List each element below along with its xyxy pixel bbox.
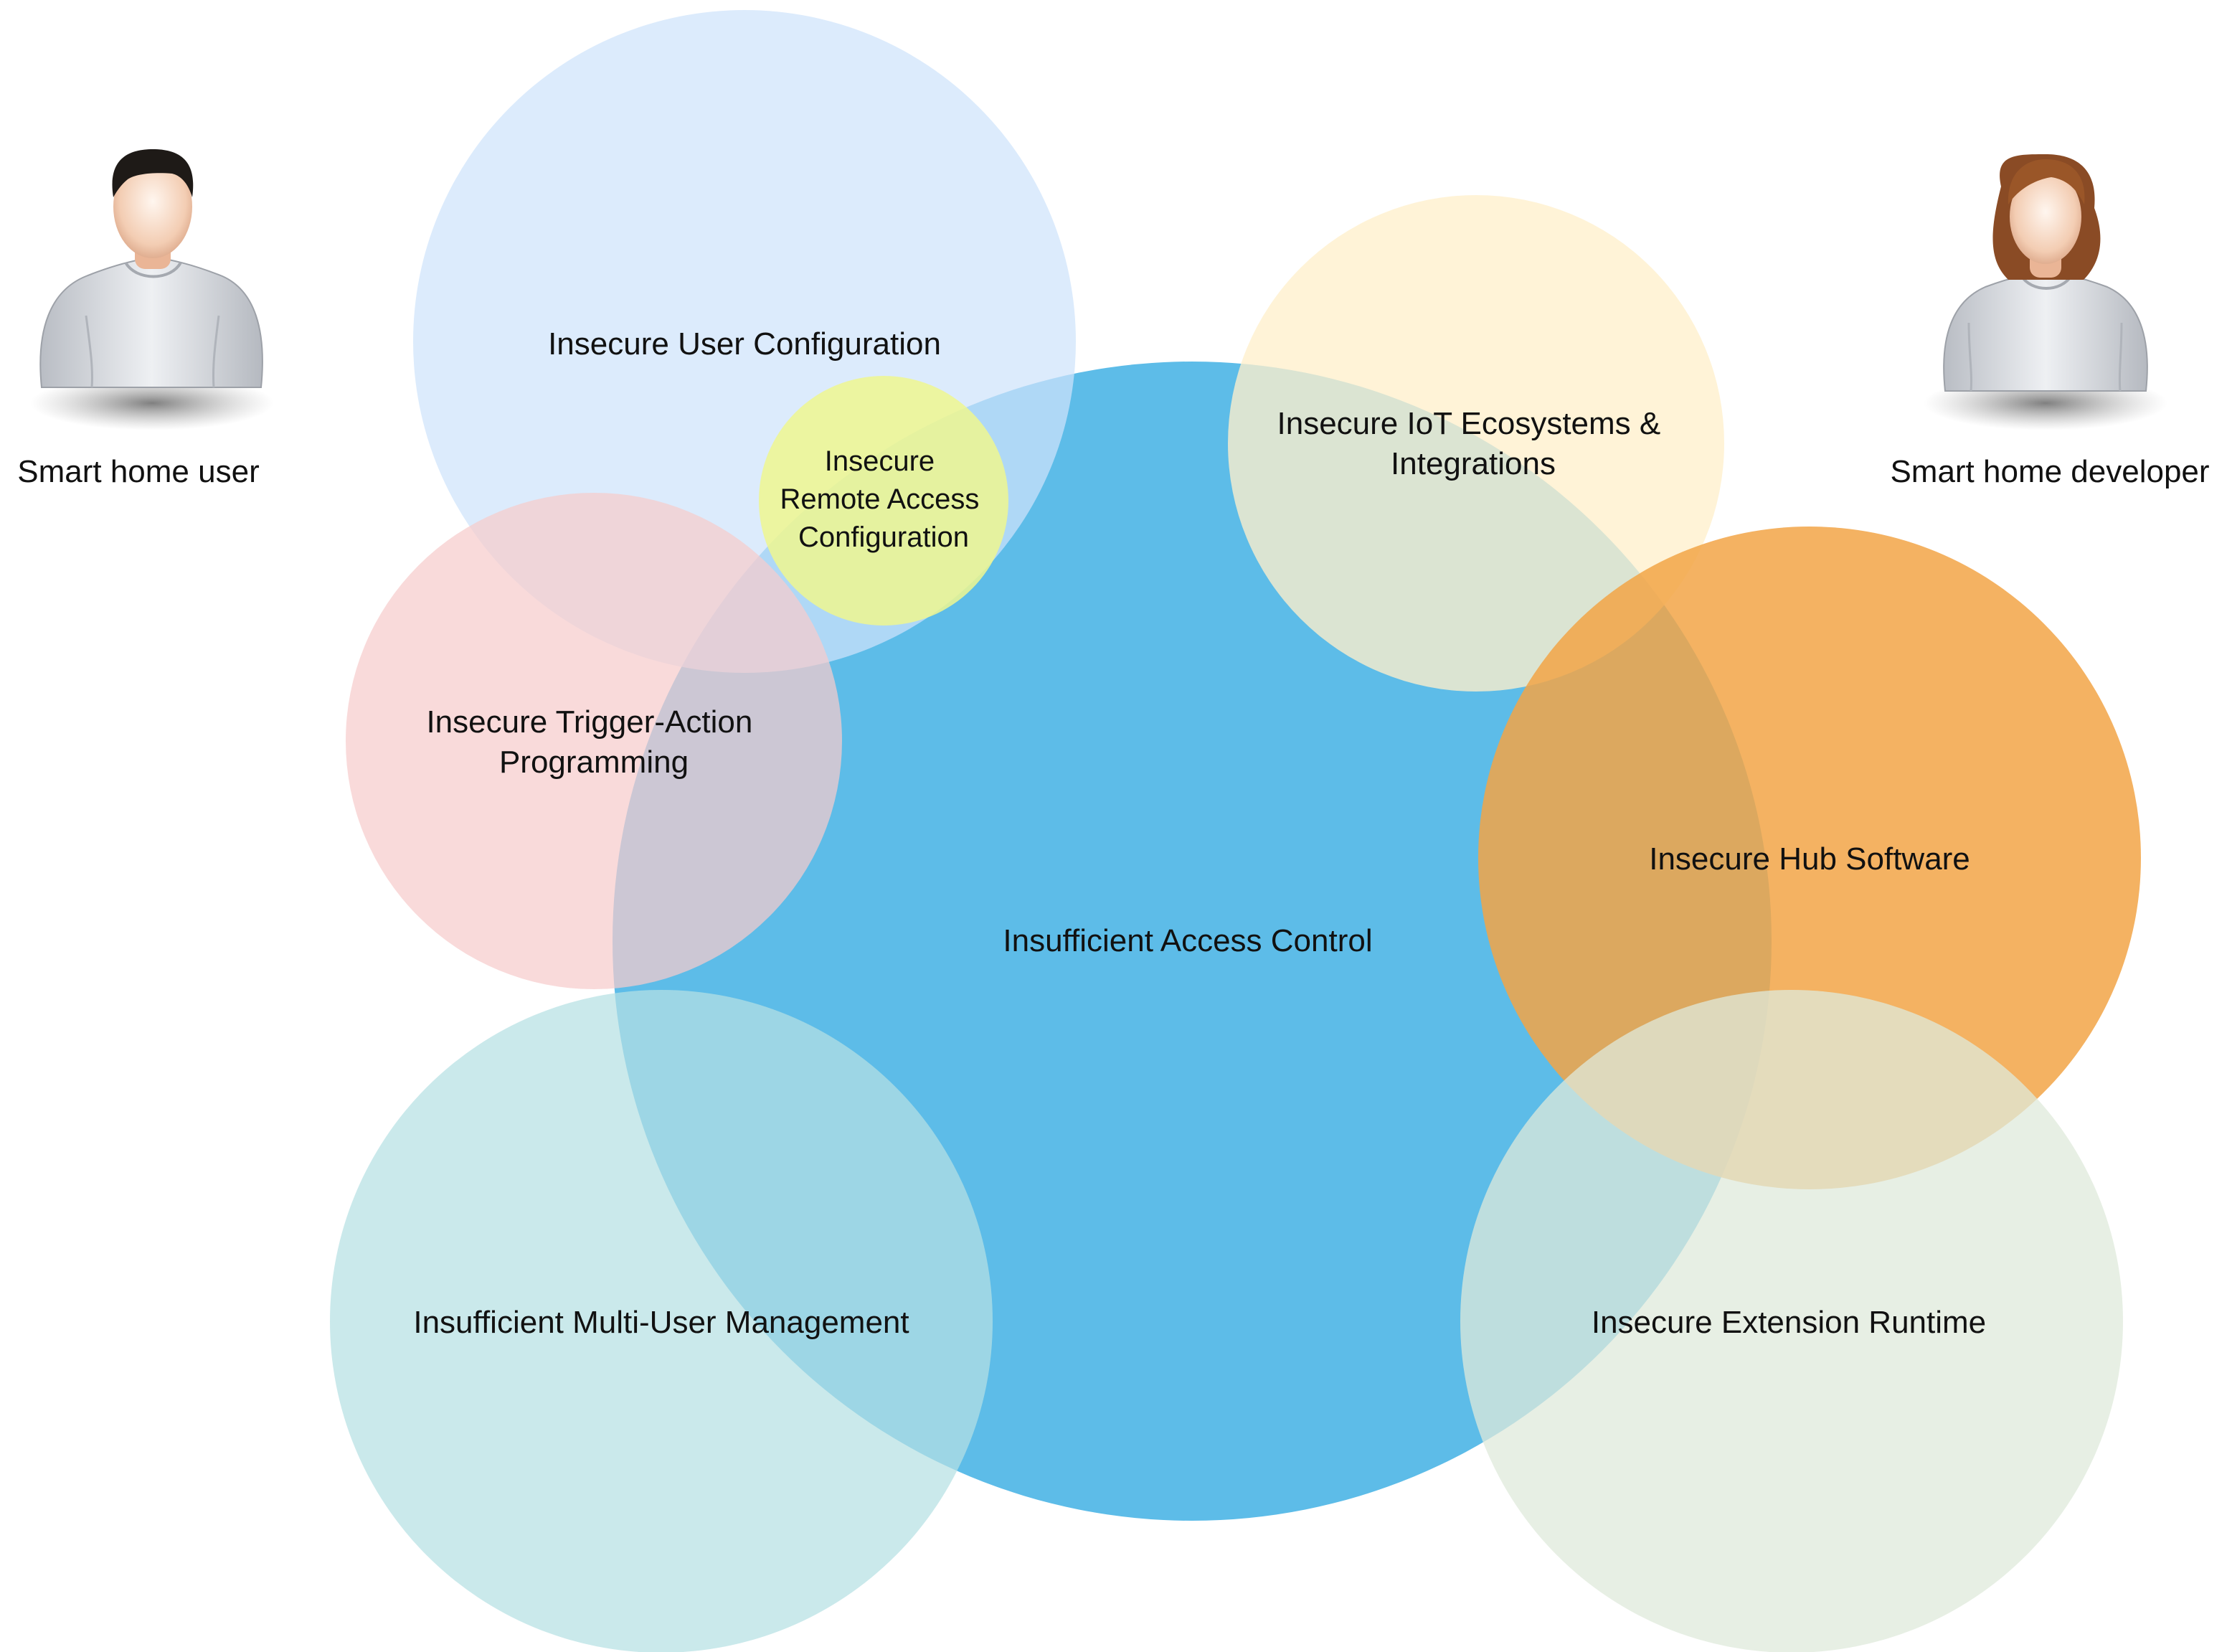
label-insecure-trigger-action-programming: Insecure Trigger-Action Programming bbox=[426, 704, 761, 780]
avatar-face bbox=[2010, 169, 2081, 264]
label-insecure-remote-access-configuration: Insecure Remote Access Configuration bbox=[780, 445, 987, 553]
avatar-shirt bbox=[1943, 272, 2148, 392]
circle-insecure-remote-access-configuration bbox=[759, 376, 1008, 626]
label-insecure-extension-runtime: Insecure Extension Runtime bbox=[1592, 1305, 1986, 1340]
avatar-shadow bbox=[30, 376, 274, 430]
label-insufficient-multi-user-management: Insufficient Multi-User Management bbox=[413, 1305, 909, 1340]
label-insecure-iot-ecosystems: Insecure IoT Ecosystems & Integrations bbox=[1277, 406, 1670, 481]
circle-insecure-trigger-action-programming bbox=[346, 493, 842, 989]
avatar-shirt bbox=[39, 259, 263, 388]
circle-insecure-extension-runtime bbox=[1460, 990, 2123, 1652]
label-insecure-user-configuration: Insecure User Configuration bbox=[548, 326, 941, 362]
avatar-hair bbox=[112, 149, 194, 197]
smart-home-user-label: Smart home user bbox=[17, 454, 259, 489]
smart-home-user-avatar bbox=[30, 149, 274, 430]
circle-insecure-hub-software bbox=[1478, 527, 2141, 1189]
category-labels: Insecure User Configuration Insecure Rem… bbox=[413, 326, 1986, 1340]
label-insufficient-access-control: Insufficient Access Control bbox=[1003, 923, 1372, 958]
label-insecure-hub-software: Insecure Hub Software bbox=[1649, 841, 1970, 877]
smart-home-developer-avatar bbox=[1924, 154, 2167, 430]
avatar-hair-fringe bbox=[2008, 159, 2085, 204]
category-circles bbox=[330, 10, 2141, 1652]
circle-insufficient-multi-user-management bbox=[330, 990, 993, 1652]
smart-home-developer-label: Smart home developer bbox=[1890, 454, 2209, 489]
avatar-face bbox=[113, 155, 192, 258]
circle-insecure-iot-ecosystems bbox=[1228, 195, 1724, 692]
